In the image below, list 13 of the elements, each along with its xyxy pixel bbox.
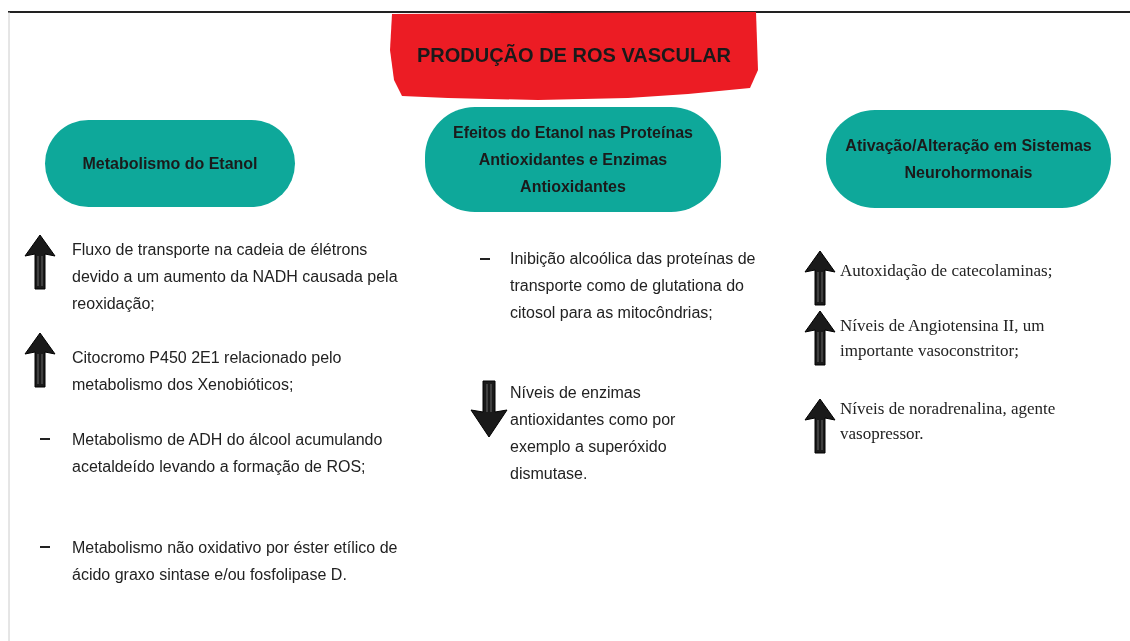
list-item-text: Autoxidação de catecolaminas;	[840, 260, 1054, 282]
list-item-text: Níveis de enzimas antioxidantes como por exemplo a superóxido dismutase.	[510, 383, 677, 484]
list-item-text: Níveis de noradrenalina, agente vasopressor.	[840, 398, 1057, 445]
title: PRODUÇÃO DE ROS VASCULAR	[415, 44, 733, 67]
list-item-text: Metabolismo de ADH do álcool acumulando acetaldeído levando a formação de ROS;	[72, 430, 384, 477]
list-item-text: Níveis de Angiotensina II, um importante vasoconstritor;	[840, 315, 1046, 362]
pill-heading: Efeitos do Etanol nas Proteínas Antioxidantes e Enzimas Antioxidantes	[451, 123, 694, 197]
pill-heading: Metabolismo do Etanol	[82, 154, 258, 174]
pill-heading: Ativação/Alteração em Sistemas Neurohormonais	[844, 136, 1093, 183]
list-item-text: Citocromo P450 2E1 relacionado pelo metabolismo dos Xenobióticos;	[72, 348, 343, 395]
list-item-text: Metabolismo não oxidativo por éster etílico de ácido graxo sintase e/ou fosfolipase D.	[72, 538, 399, 585]
list-item-text: Inibição alcoólica das proteínas de transporte como de glutationa do citosol para as mitocôndrias;	[510, 249, 757, 323]
list-item-text: Fluxo de transporte na cadeia de élétrons devido a um aumento da NADH causada pela reoxidação;	[72, 240, 399, 314]
